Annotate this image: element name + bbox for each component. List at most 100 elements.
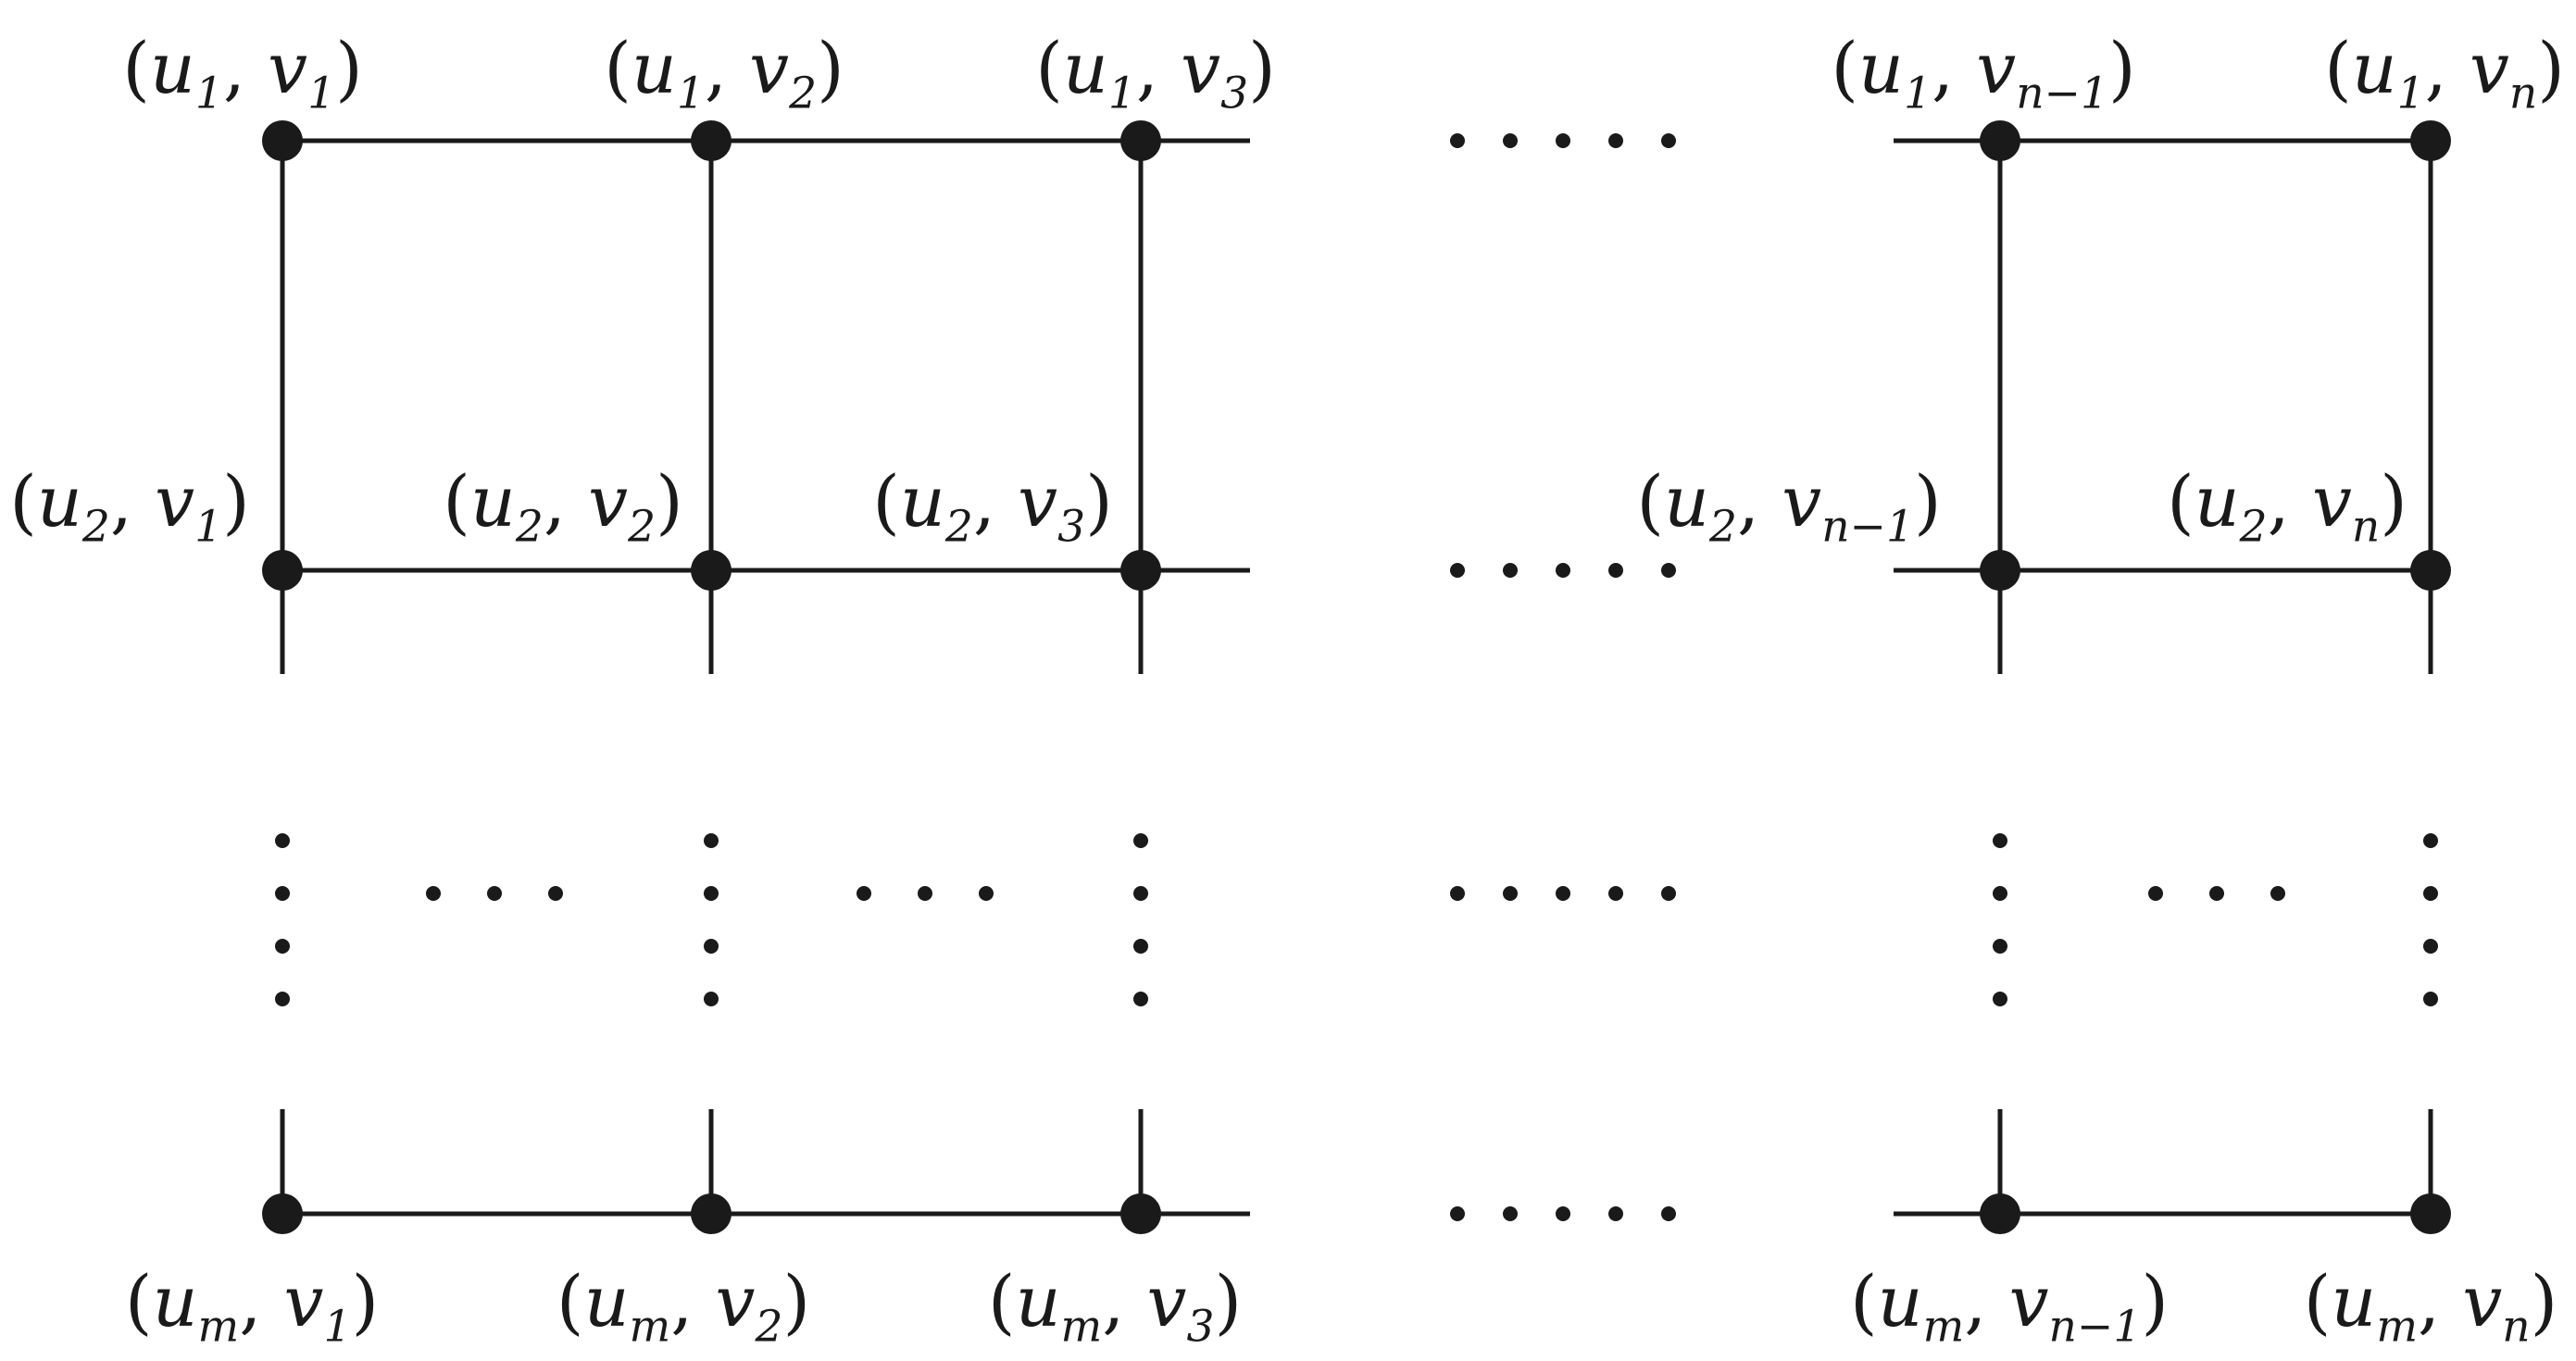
label-u2-vn-1: (u2, vn−1) [1636, 467, 1941, 549]
hdots-row3-dot [1556, 1206, 1570, 1221]
label-um-vn-1: (um, vn−1) [1850, 1267, 2169, 1349]
v-symbol: v [268, 27, 308, 109]
v-symbol: v [1018, 460, 1058, 543]
vdots-col0-dot [275, 886, 290, 901]
paren-close: ) [2530, 1260, 2558, 1342]
label-u1-vn: (u1, vn) [2324, 33, 2565, 116]
label-u2-v2: (u2, v2) [443, 467, 683, 549]
v-symbol: v [155, 460, 195, 543]
paren-open: ( [124, 1260, 153, 1342]
label-u2-v3: (u2, v3) [872, 467, 1113, 549]
comma: , [704, 27, 750, 109]
u-symbol: u [583, 1260, 630, 1342]
u-symbol: u [1877, 1260, 1923, 1342]
label-u1-v2: (u1, v2) [604, 33, 844, 116]
paren-close: ) [1214, 1260, 1243, 1342]
hdots-mid2-dot [2209, 886, 2224, 901]
label-u1-v3: (u1, v3) [1035, 33, 1276, 116]
comma: , [1931, 27, 1977, 109]
u-subscript: 1 [2396, 68, 2425, 119]
vdots-col0-dot [275, 833, 290, 848]
hdots-row2-dot [1450, 886, 1465, 901]
vdots-col4-dot [2423, 939, 2438, 954]
v-subscript: n−1 [2016, 68, 2108, 119]
u-symbol: u [469, 460, 516, 543]
v-subscript: 1 [194, 501, 223, 553]
vertex-u2-vn [2410, 550, 2451, 591]
u-symbol: u [2331, 1260, 2377, 1342]
vertex-u2-v2 [691, 550, 732, 591]
v-symbol: v [1146, 1260, 1187, 1342]
v-subscript: n [2351, 501, 2381, 553]
v-subscript: 2 [755, 1301, 783, 1353]
hdots-mid2-dot [2148, 886, 2163, 901]
v-symbol: v [2462, 1260, 2503, 1342]
label-um-v1: (um, v1) [125, 1267, 379, 1349]
vdots-col1-dot [704, 939, 719, 954]
comma: , [1102, 1260, 1147, 1342]
comma: , [543, 460, 589, 543]
u-symbol: u [1062, 27, 1108, 109]
paren-open: ( [2167, 460, 2195, 543]
v-subscript: n [2508, 68, 2538, 119]
u-subscript: m [197, 1301, 240, 1353]
paren-close: ) [2380, 460, 2407, 543]
v-subscript: 2 [789, 68, 818, 119]
paren-open: ( [2324, 27, 2352, 109]
v-symbol: v [283, 1260, 324, 1342]
v-subscript: n [2502, 1301, 2531, 1353]
hdots-row2-dot [1503, 886, 1518, 901]
paren-open: ( [9, 460, 37, 543]
hdots-row1-dot [1503, 563, 1518, 578]
hdots-mid2-dot [2270, 886, 2285, 901]
vdots-col3-dot [1993, 833, 2007, 848]
vertex-u2-v3 [1120, 550, 1161, 591]
u-subscript: 1 [194, 68, 223, 119]
vdots-col4-dot [2423, 833, 2438, 848]
vertex-um-v2 [691, 1193, 732, 1234]
paren-close: ) [782, 1260, 811, 1342]
vdots-col3-dot [1993, 939, 2007, 954]
paren-open: ( [1636, 460, 1664, 543]
vdots-col4-dot [2423, 886, 2438, 901]
paren-close: ) [222, 460, 250, 543]
comma: , [239, 1260, 284, 1342]
v-subscript: n−1 [2048, 1301, 2142, 1353]
label-um-vn: (um, vn) [2304, 1267, 2558, 1349]
vertex-um-vn [2410, 1193, 2451, 1234]
v-symbol: v [1976, 27, 2017, 109]
paren-open: ( [987, 1260, 1016, 1342]
u-symbol: u [152, 1260, 198, 1342]
hdots-row3-dot [1450, 1206, 1465, 1221]
u-subscript: 2 [944, 501, 973, 553]
u-subscript: m [1922, 1301, 1965, 1353]
paren-open: ( [2303, 1260, 2332, 1342]
v-subscript: 3 [1220, 68, 1249, 119]
paren-open: ( [872, 460, 900, 543]
hdots-row0-dot [1661, 133, 1676, 148]
v-symbol: v [1181, 27, 1221, 109]
u-subscript: m [1060, 1301, 1103, 1353]
vdots-col4-dot [2423, 992, 2438, 1006]
vdots-col2-dot [1133, 939, 1148, 954]
v-symbol: v [749, 27, 790, 109]
u-subscript: 1 [1107, 68, 1136, 119]
comma: , [2267, 460, 2312, 543]
hdots-row1-dot [1661, 563, 1676, 578]
v-symbol: v [2469, 27, 2509, 109]
v-subscript: 3 [1186, 1301, 1215, 1353]
paren-close: ) [2537, 27, 2565, 109]
label-u1-vn-1: (u1, vn−1) [1831, 33, 2135, 116]
vertex-um-vn-1 [1980, 1193, 2020, 1234]
hdots-row2-dot [1556, 886, 1570, 901]
vertex-u2-vn-1 [1980, 550, 2020, 591]
vertex-um-v1 [262, 1193, 303, 1234]
vertex-um-v3 [1120, 1193, 1161, 1234]
u-subscript: m [629, 1301, 671, 1353]
v-symbol: v [715, 1260, 756, 1342]
vdots-col2-dot [1133, 992, 1148, 1006]
hdots-row1-dot [1556, 563, 1570, 578]
u-subscript: 1 [1903, 68, 1932, 119]
hdots-mid1-dot [918, 886, 932, 901]
u-subscript: 2 [2239, 501, 2268, 553]
